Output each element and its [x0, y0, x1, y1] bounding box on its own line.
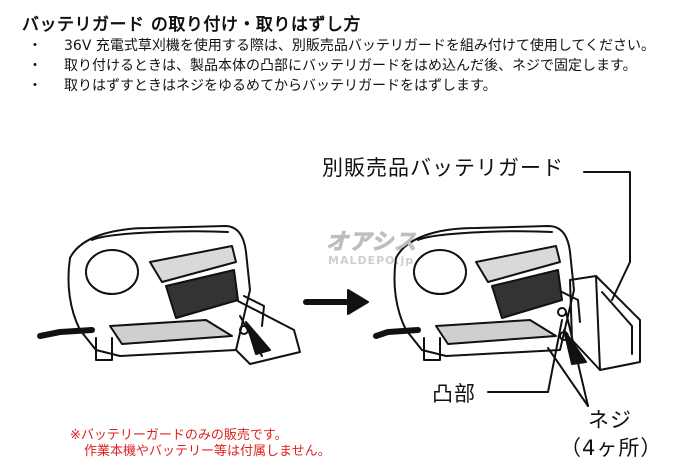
note-line: 作業本機やバッテリー等は付属しません。 — [70, 444, 331, 460]
battery-guard-part — [558, 276, 640, 370]
brand-watermark: オアシス MALDEPO.jp — [318, 224, 428, 272]
battery-guard-label: 別販売品バッテリガード — [322, 152, 564, 182]
sales-note: ※バッテリーガードのみの販売です。 作業本機やバッテリー等は付属しません。 — [70, 428, 331, 460]
screw-count-label: （4ヶ所） — [560, 432, 662, 462]
brand-logo-text: オアシス — [326, 224, 417, 256]
note-line: ※バッテリーガードのみの販売です。 — [70, 428, 331, 444]
arrow-icon — [306, 290, 368, 314]
brand-site-text: MALDEPO.jp — [328, 254, 414, 267]
screw-label: ネジ — [588, 404, 632, 434]
mower-body-before — [40, 226, 300, 364]
protrusion-label: 凸部 — [432, 378, 476, 408]
